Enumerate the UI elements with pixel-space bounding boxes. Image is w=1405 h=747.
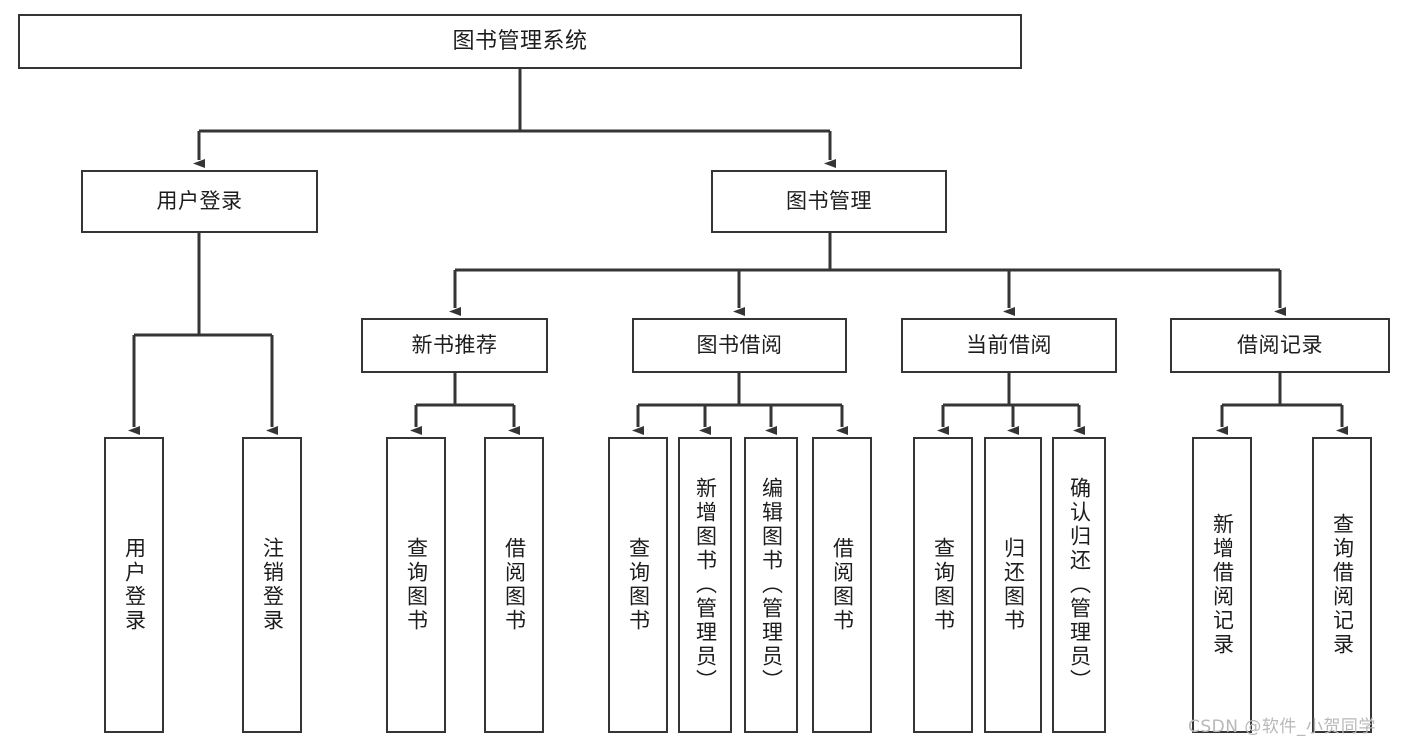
node-leaf-borrow-book-1[interactable]: 借阅图书 [484, 437, 544, 733]
node-leaf-borrow-book-1-label: 借阅图书 [502, 537, 527, 633]
node-leaf-return-book[interactable]: 归还图书 [984, 437, 1042, 733]
node-leaf-query-book-2[interactable]: 查询图书 [608, 437, 668, 733]
node-leaf-user-login[interactable]: 用户登录 [104, 437, 164, 733]
node-leaf-return-book-label: 归还图书 [1001, 537, 1026, 633]
node-user-login-label: 用户登录 [156, 189, 243, 214]
node-leaf-query-book-1[interactable]: 查询图书 [386, 437, 446, 733]
node-leaf-borrow-book-2[interactable]: 借阅图书 [812, 437, 872, 733]
node-leaf-query-book-3-label: 查询图书 [931, 537, 956, 633]
node-new-book-recommend[interactable]: 新书推荐 [361, 318, 548, 373]
node-leaf-user-login-label: 用户登录 [122, 537, 147, 633]
node-leaf-logout-login-label: 注销登录 [260, 537, 285, 633]
node-book-borrow[interactable]: 图书借阅 [632, 318, 847, 373]
node-new-book-recommend-label: 新书推荐 [411, 333, 498, 358]
node-book-manage-label: 图书管理 [786, 189, 872, 214]
node-leaf-edit-book-label: 编辑图书（管理员） [759, 477, 784, 693]
node-borrow-record-label: 借阅记录 [1237, 333, 1323, 358]
node-leaf-add-borrow-record[interactable]: 新增借阅记录 [1192, 437, 1252, 733]
node-leaf-query-book-3[interactable]: 查询图书 [913, 437, 973, 733]
node-leaf-query-borrow-record-label: 查询借阅记录 [1330, 513, 1355, 657]
node-current-borrow[interactable]: 当前借阅 [901, 318, 1117, 373]
node-leaf-logout-login[interactable]: 注销登录 [242, 437, 302, 733]
node-leaf-query-book-1-label: 查询图书 [404, 537, 429, 633]
node-leaf-borrow-book-2-label: 借阅图书 [830, 537, 855, 633]
watermark-text: CSDN @软件_小贺同学 [1188, 717, 1376, 737]
node-book-manage[interactable]: 图书管理 [711, 170, 947, 233]
node-leaf-edit-book[interactable]: 编辑图书（管理员） [744, 437, 798, 733]
node-leaf-add-borrow-record-label: 新增借阅记录 [1210, 513, 1235, 657]
node-leaf-query-book-2-label: 查询图书 [626, 537, 651, 633]
node-book-borrow-label: 图书借阅 [696, 333, 783, 358]
node-borrow-record[interactable]: 借阅记录 [1170, 318, 1390, 373]
node-root-label: 图书管理系统 [452, 28, 588, 54]
node-current-borrow-label: 当前借阅 [966, 333, 1052, 358]
node-root[interactable]: 图书管理系统 [18, 14, 1022, 69]
node-leaf-query-borrow-record[interactable]: 查询借阅记录 [1312, 437, 1372, 733]
node-leaf-add-book-label: 新增图书（管理员） [693, 477, 718, 693]
node-leaf-confirm-return-label: 确认归还（管理员） [1067, 477, 1092, 693]
node-leaf-add-book[interactable]: 新增图书（管理员） [678, 437, 732, 733]
node-leaf-confirm-return[interactable]: 确认归还（管理员） [1052, 437, 1106, 733]
node-user-login[interactable]: 用户登录 [81, 170, 318, 233]
